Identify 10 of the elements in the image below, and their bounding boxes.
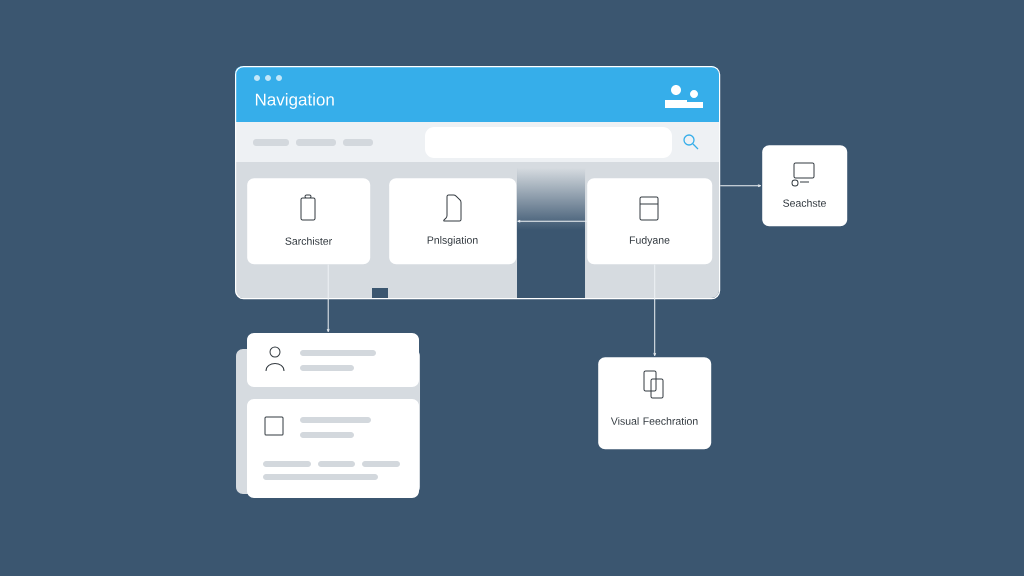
card: Seachste	[762, 145, 848, 227]
card-stack-drawing	[236, 333, 420, 498]
card: Pnlsgiation	[389, 178, 517, 265]
arrow	[517, 219, 588, 223]
arrow	[653, 263, 657, 357]
card: Sarchister	[247, 178, 371, 265]
arrow	[719, 184, 762, 188]
card: Fudyane	[587, 178, 713, 265]
card: Visual Feechration	[598, 357, 712, 450]
arrow	[326, 263, 330, 333]
